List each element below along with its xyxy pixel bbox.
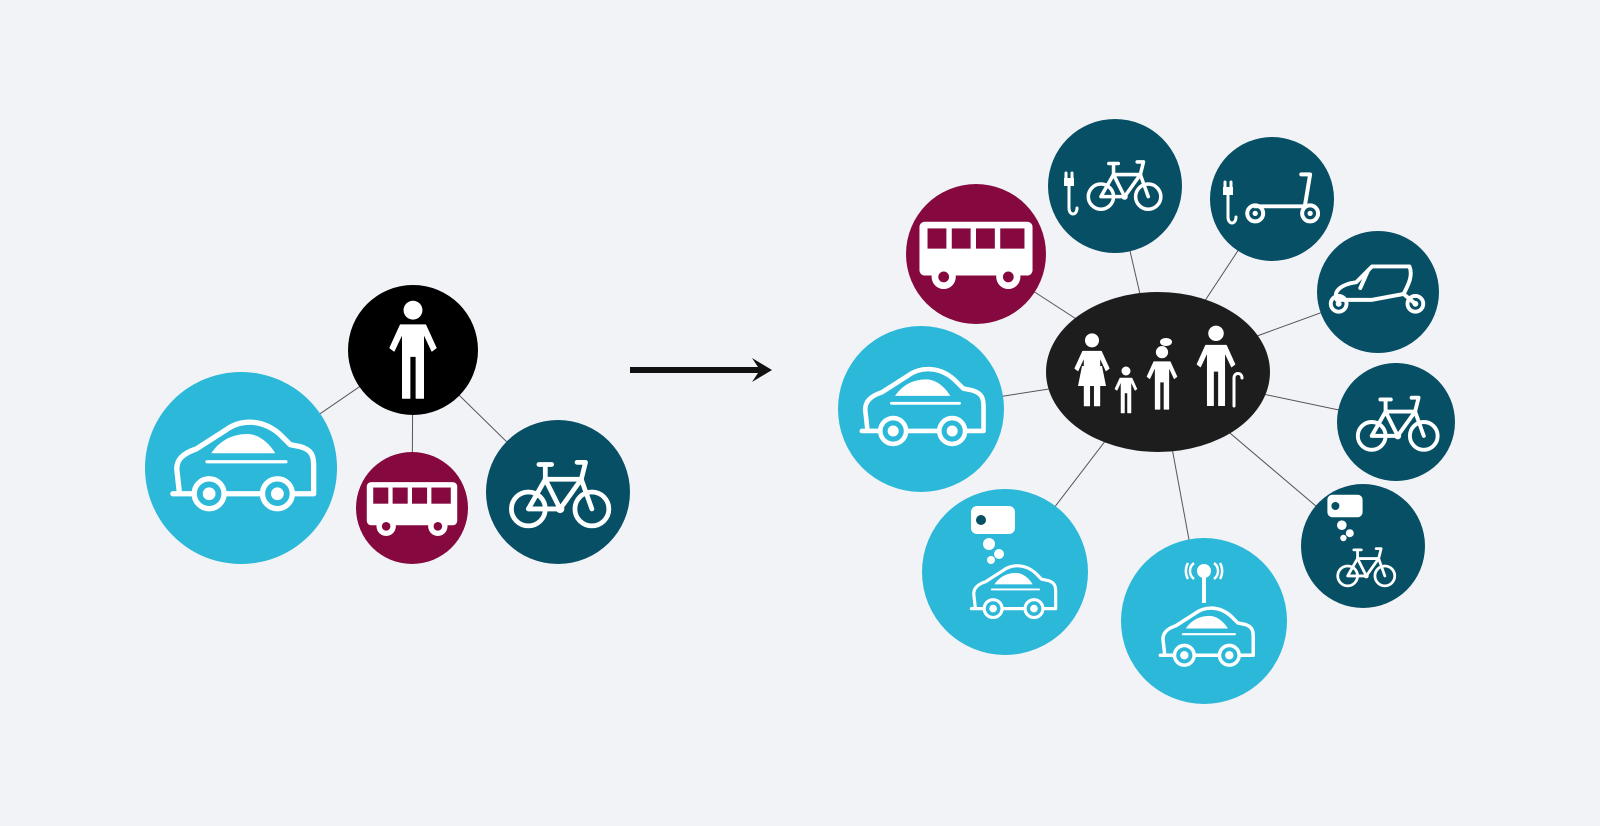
family-icon <box>1074 325 1244 414</box>
node-circle <box>1048 119 1182 253</box>
bus-node <box>356 452 468 564</box>
node-circle <box>922 489 1088 655</box>
car-node <box>145 372 337 564</box>
car-node <box>838 326 1004 492</box>
bike-sharing-node <box>1301 484 1425 608</box>
family-hub-node <box>1046 292 1270 452</box>
before-network <box>145 285 630 564</box>
arrow-right-icon <box>630 358 772 382</box>
node-circle <box>1210 137 1334 261</box>
bus-node <box>906 184 1046 324</box>
cargo-bike-node <box>1317 231 1439 353</box>
autonomous-car-node <box>1121 538 1287 704</box>
node-circle <box>145 372 337 564</box>
single-person-node <box>348 285 478 415</box>
e-bike-node <box>1048 119 1182 253</box>
bicycle-node <box>486 420 630 564</box>
node-circle <box>1301 484 1425 608</box>
bicycle-node <box>1337 363 1455 481</box>
node-circle <box>1317 231 1439 353</box>
node-circle <box>838 326 1004 492</box>
node-circle <box>1337 363 1455 481</box>
autonomous-car-icon <box>1158 562 1255 667</box>
after-network <box>838 119 1455 704</box>
e-scooter-node <box>1210 137 1334 261</box>
mobility-nodes <box>145 119 1455 704</box>
node-circle <box>486 420 630 564</box>
car-sharing-node <box>922 489 1088 655</box>
